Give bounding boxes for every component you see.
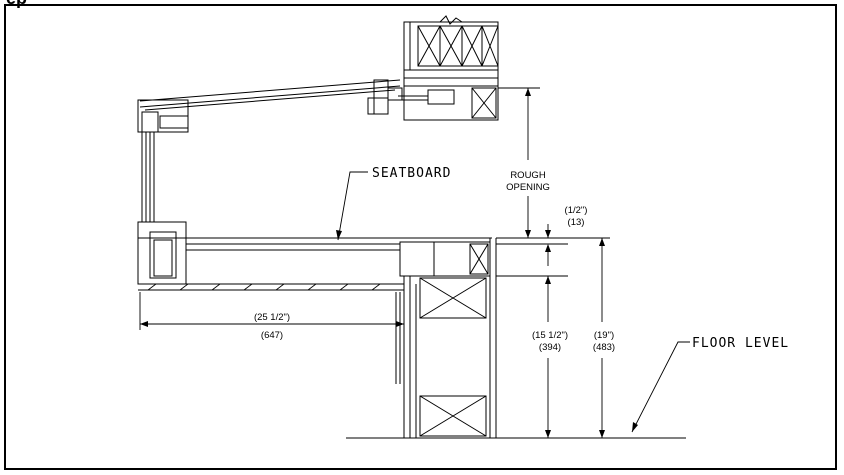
- label-rough-opening-2: OPENING: [506, 182, 550, 193]
- roof-sash: [137, 79, 428, 133]
- label-floor-level: FLOOR LEVEL: [692, 336, 789, 351]
- drawing-frame: [4, 4, 837, 470]
- dimension-lines: [139, 87, 690, 438]
- seatboard-hatch: [147, 283, 381, 291]
- label-seatboard: SEATBOARD: [372, 166, 451, 181]
- dim-top-gap-in: (1/2"): [565, 205, 588, 216]
- dim-width-in: (25 1/2"): [254, 312, 290, 323]
- dimension-arrows: [140, 88, 638, 438]
- label-rough-opening-1: ROUGH: [510, 170, 546, 181]
- upper-wall-header: [403, 15, 499, 121]
- side-panel: [141, 132, 155, 222]
- dim-mid-height-in: (15 1/2"): [532, 330, 568, 341]
- dim-full-height-in: (19"): [594, 330, 614, 341]
- dim-top-gap-mm: (13): [568, 217, 585, 228]
- dim-full-height-mm: (483): [593, 342, 615, 353]
- dim-width-mm: (647): [261, 330, 283, 341]
- dim-mid-height-mm: (394): [539, 342, 561, 353]
- seatboard-assembly: [137, 221, 492, 291]
- lower-wall: [395, 238, 497, 438]
